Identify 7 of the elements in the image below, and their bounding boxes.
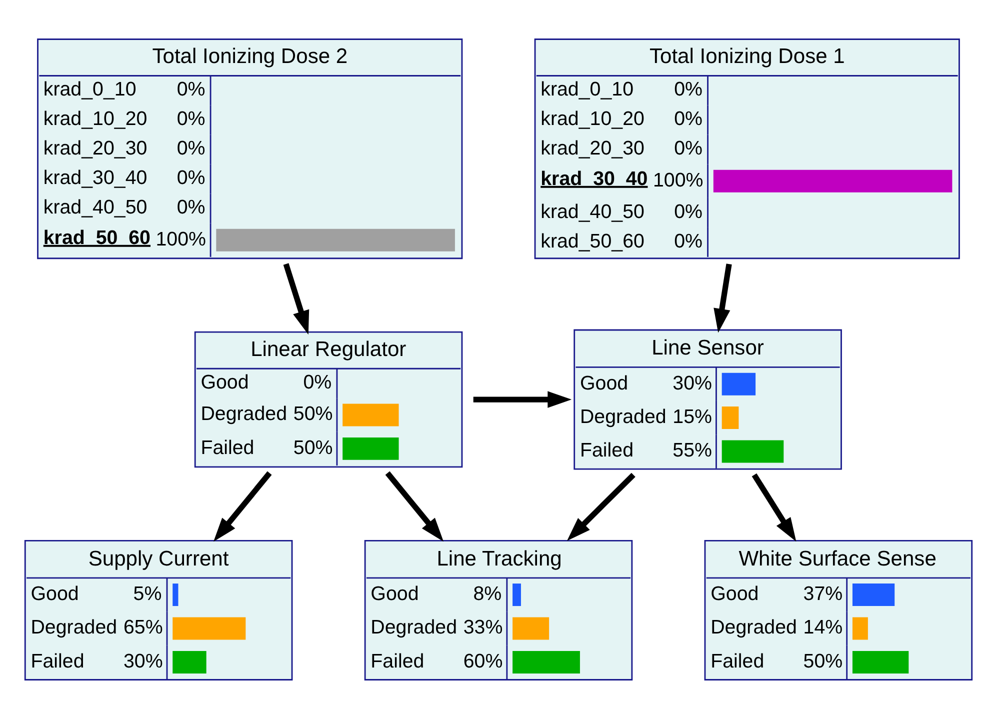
- arrow: [752, 473, 796, 542]
- arrow: [283, 263, 310, 335]
- arrow: [473, 391, 572, 408]
- arrow: [566, 472, 636, 541]
- arrow: [714, 264, 732, 333]
- arrow: [385, 471, 444, 542]
- arrow: [213, 471, 272, 542]
